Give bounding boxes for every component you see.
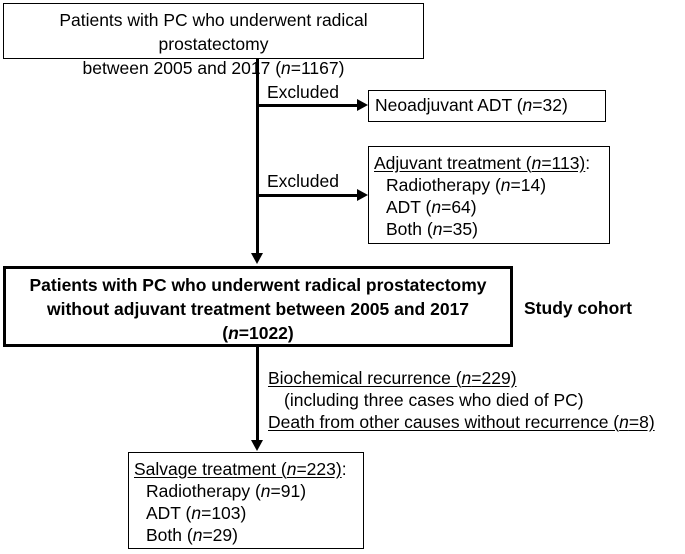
connector-excluded-1: [258, 104, 358, 107]
cohort-line1: Patients with PC who underwent radical p…: [29, 275, 487, 295]
salvage-item-both: Both (n=29): [146, 525, 238, 545]
excluded-label-1: Excluded: [267, 82, 339, 102]
connector-main: [256, 59, 259, 253]
connector-excluded-2: [258, 194, 358, 197]
all-patients-line1: Patients with PC who underwent radical p…: [59, 10, 368, 54]
salvage-item-radiotherapy: Radiotherapy (n=91): [146, 481, 307, 501]
box-study-cohort: Patients with PC who underwent radical p…: [3, 266, 513, 347]
adjuvant-item-adt: ADT (n=64): [386, 197, 477, 217]
excluded-label-2: Excluded: [267, 171, 339, 191]
salvage-header: Salvage treatment (n=223):: [134, 459, 347, 479]
connector-to-salvage: [256, 347, 259, 440]
arrow-to-neoadjuvant: [357, 99, 368, 111]
biochemical-recurrence: Biochemical recurrence (n=229): [268, 368, 517, 388]
arrow-to-adjuvant: [357, 189, 368, 201]
adjuvant-item-radiotherapy: Radiotherapy (n=14): [386, 175, 547, 195]
box-adjuvant: Adjuvant treatment (n=113): Radiotherapy…: [368, 146, 610, 244]
death-other-causes: Death from other causes without recurren…: [268, 412, 655, 432]
adjuvant-header: Adjuvant treatment (n=113):: [374, 153, 591, 173]
study-cohort-label: Study cohort: [524, 298, 632, 318]
box-salvage: Salvage treatment (n=223): Radiotherapy …: [128, 452, 364, 549]
recurrence-note: (including three cases who died of PC): [284, 390, 584, 410]
cohort-line2: without adjuvant treatment between 2005 …: [46, 299, 470, 319]
arrow-to-cohort: [251, 253, 263, 264]
adjuvant-item-both: Both (n=35): [386, 219, 478, 239]
box-all-patients: Patients with PC who underwent radical p…: [3, 3, 424, 78]
cohort-line3: (n=1022): [222, 323, 294, 343]
box-neoadjuvant: Neoadjuvant ADT (n=32): [368, 90, 606, 122]
all-patients-line2: between 2005 and 2017 (n=1167): [82, 58, 345, 78]
arrow-to-salvage: [251, 440, 263, 451]
salvage-item-adt: ADT (n=103): [146, 503, 247, 523]
